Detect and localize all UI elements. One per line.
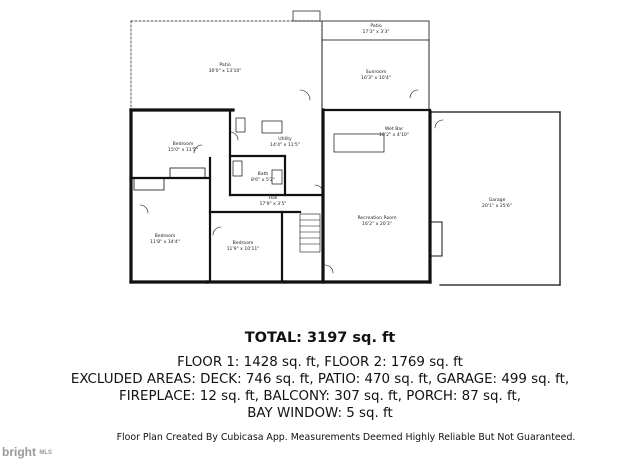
room-label-patio-main: Patio 30'0" x 13'10" — [209, 62, 242, 74]
floor-plan: Patio 17'3" x 3'3" Patio 30'0" x 13'10" … — [129, 10, 561, 286]
svg-text:Garage: Garage — [489, 197, 506, 203]
room-label-utility: Utility 14'4" x 11'5" — [270, 136, 300, 148]
svg-text:Utility: Utility — [278, 136, 292, 142]
room-label-bedroom-b: Bedroom 11'8" x 14'4" — [150, 233, 180, 245]
svg-text:15'0" x 11'5": 15'0" x 11'5" — [168, 147, 198, 153]
chimney-outline — [292, 10, 321, 22]
total-area: TOTAL: 3197 sq. ft — [244, 330, 396, 346]
svg-text:17'9" x 3'5": 17'9" x 3'5" — [259, 201, 286, 207]
room-label-sunroom: Sunroom 16'3" x 10'4" — [361, 69, 391, 81]
room-label-bedroom-c: Bedroom 11'9" x 10'11" — [227, 240, 260, 252]
room-label-bedroom-a: Bedroom 15'0" x 11'5" — [168, 141, 198, 153]
door-swings — [139, 89, 444, 274]
svg-text:10'2" x 4'10": 10'2" x 4'10" — [379, 132, 409, 138]
fireplace — [429, 221, 443, 257]
room-label-wet-bar: Wet Bar 10'2" x 4'10" — [379, 126, 409, 138]
excluded-areas-line2: FIREPLACE: 12 sq. ft, BALCONY: 307 sq. f… — [119, 389, 521, 404]
excluded-areas-line3: BAY WINDOW: 5 sq. ft — [247, 406, 393, 421]
svg-text:Wet Bar: Wet Bar — [385, 126, 403, 132]
svg-text:16'3" x 10'4": 16'3" x 10'4" — [361, 75, 391, 81]
room-label-bath: Bath 8'6" x 5'2" — [251, 171, 275, 183]
svg-text:11'9" x 10'11": 11'9" x 10'11" — [227, 246, 260, 252]
svg-text:Bedroom: Bedroom — [233, 240, 254, 246]
room-label-patio-top: Patio 17'3" x 3'3" — [362, 23, 389, 35]
svg-text:20'1" x 25'6": 20'1" x 25'6" — [482, 203, 512, 209]
svg-text:Bath: Bath — [258, 171, 269, 177]
svg-text:Bedroom: Bedroom — [155, 233, 176, 239]
wet-bar-counter — [333, 133, 385, 153]
svg-text:16'2" x 20'3": 16'2" x 20'3" — [362, 221, 392, 227]
garage-walls — [429, 111, 561, 286]
excluded-areas-line1: EXCLUDED AREAS: DECK: 746 sq. ft, PATIO:… — [70, 372, 570, 387]
svg-text:Sunroom: Sunroom — [366, 69, 387, 75]
svg-text:8'6" x 5'2": 8'6" x 5'2" — [251, 177, 275, 183]
svg-text:Hall: Hall — [269, 195, 278, 201]
svg-text:17'3" x 3'3": 17'3" x 3'3" — [362, 29, 389, 35]
svg-text:Patio: Patio — [219, 62, 230, 68]
svg-text:Bedroom: Bedroom — [173, 141, 194, 147]
room-label-hall: Hall 17'9" x 3'5" — [259, 195, 286, 207]
disclaimer: Floor Plan Created By Cubicasa App. Meas… — [116, 432, 576, 443]
stairs — [299, 213, 321, 253]
svg-text:14'4" x 11'5": 14'4" x 11'5" — [270, 142, 300, 148]
room-label-garage: Garage 20'1" x 25'6" — [482, 197, 512, 209]
utility-fixtures — [232, 117, 283, 185]
floor-areas: FLOOR 1: 1428 sq. ft, FLOOR 2: 1769 sq. … — [177, 355, 463, 370]
svg-text:Recreation Room: Recreation Room — [357, 215, 397, 221]
svg-text:11'8" x 14'4": 11'8" x 14'4" — [150, 239, 180, 245]
brand-name: bright — [2, 445, 36, 459]
svg-text:30'0" x 13'10": 30'0" x 13'10" — [209, 68, 242, 74]
sunroom-walls — [321, 39, 430, 111]
svg-text:Patio: Patio — [370, 23, 381, 29]
brand-suffix: MLS — [39, 449, 53, 456]
bright-mls-logo: bright MLS — [2, 445, 52, 459]
room-label-rec-room: Recreation Room 16'2" x 20'3" — [357, 215, 397, 227]
closets — [133, 167, 206, 191]
